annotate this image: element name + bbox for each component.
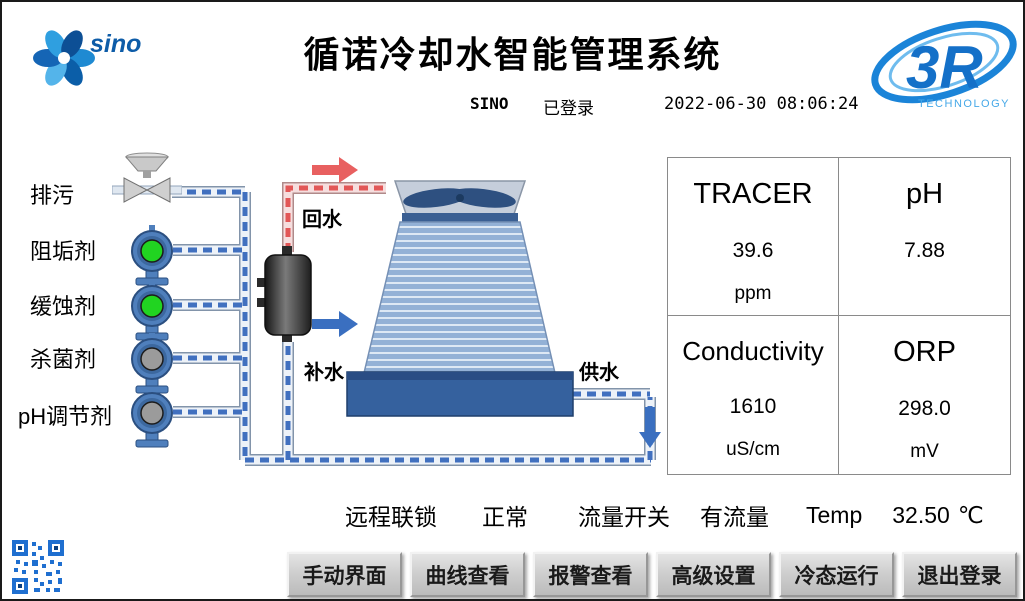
makeup-water-label: 补水	[304, 362, 344, 384]
metric-ph-name: pH	[905, 178, 944, 210]
pump-state-ph-adjuster	[140, 401, 164, 425]
status-bar: 远程联锁 正常 流量开关 有流量 Temp 32.50 ℃	[345, 498, 984, 532]
datetime: 2022-06-30 08:06:24	[664, 94, 859, 114]
temp-unit: ℃	[957, 501, 984, 528]
blue-pipes	[172, 186, 656, 466]
alarm-view-button[interactable]: 报警查看	[533, 552, 648, 597]
temp-label: Temp	[806, 501, 863, 528]
cold-run-button[interactable]: 冷态运行	[779, 552, 894, 597]
metric-orp-name: ORP	[893, 336, 956, 368]
tower-basin	[346, 371, 574, 417]
pump-state-corrosion-inhibitor	[140, 294, 164, 318]
logged-user: SINO	[470, 94, 509, 113]
sino-logo-text: sino	[90, 30, 141, 58]
pump-icon-corrosion-inhibitor[interactable]	[120, 279, 184, 343]
pump-label-ph-adjuster: pH调节剂	[18, 404, 113, 429]
metric-conductivity: Conductivity 1610 uS/cm	[668, 316, 839, 474]
metric-tracer: TRACER 39.6 ppm	[668, 158, 839, 316]
return-flow-arrow	[312, 157, 358, 183]
manual-screen-button[interactable]: 手动界面	[287, 552, 402, 597]
pump-label-corrosion-inhibitor: 缓蚀剂	[30, 294, 97, 319]
3r-logo-text: 3R	[906, 34, 983, 101]
login-status: 已登录	[543, 99, 594, 118]
pump-icon-scale-inhibitor[interactable]	[120, 224, 184, 288]
supply-flow-arrow	[639, 407, 661, 448]
qr-code	[10, 538, 66, 596]
metric-conductivity-unit: uS/cm	[726, 439, 780, 460]
advanced-settings-button[interactable]: 高级设置	[656, 552, 771, 597]
logout-button[interactable]: 退出登录	[902, 552, 1017, 597]
interlock-value: 正常	[482, 504, 528, 530]
metric-orp-unit: mV	[910, 441, 939, 462]
metrics-panel: TRACER 39.6 ppm pH 7.88 Conductivity 161…	[667, 157, 1011, 475]
flow-switch-label: 流量开关	[578, 504, 670, 530]
metric-tracer-unit: ppm	[734, 283, 772, 304]
filter-vessel-icon	[257, 246, 312, 342]
metric-ph-value: 7.88	[904, 239, 945, 262]
3r-logo: 3R TECHNOLOGY	[871, 20, 1017, 110]
metric-orp-value: 298.0	[898, 397, 951, 420]
cooling-tower-icon	[363, 180, 556, 374]
nav-button-bar: 手动界面 曲线查看 报警查看 高级设置 冷态运行 退出登录	[287, 552, 1017, 597]
pump-label-scale-inhibitor: 阻垢剂	[30, 239, 97, 264]
pump-icon-ph-adjuster[interactable]	[120, 386, 184, 450]
sino-logo: sino	[33, 30, 141, 86]
metric-tracer-name: TRACER	[693, 178, 813, 210]
pump-label-biocide: 杀菌剂	[30, 347, 97, 372]
blowdown-valve-icon[interactable]	[112, 149, 182, 207]
metric-conductivity-value: 1610	[729, 395, 777, 418]
metric-conductivity-name: Conductivity	[682, 336, 824, 366]
supply-water-label: 供水	[579, 362, 619, 384]
pump-state-scale-inhibitor	[140, 239, 164, 263]
return-water-label: 回水	[302, 209, 342, 231]
makeup-flow-arrow	[312, 311, 358, 337]
temp-value: 32.50	[892, 501, 950, 528]
3r-logo-subtext: TECHNOLOGY	[918, 98, 1010, 110]
interlock-label: 远程联锁	[345, 504, 437, 530]
metric-ph: pH 7.88	[839, 158, 1010, 316]
pump-state-biocide	[140, 347, 164, 371]
curve-view-button[interactable]: 曲线查看	[410, 552, 525, 597]
flow-switch-value: 有流量	[700, 504, 769, 530]
pump-icon-biocide[interactable]	[120, 332, 184, 396]
page-title: 循诺冷却水智能管理系统	[303, 34, 722, 75]
blowdown-label: 排污	[30, 183, 75, 208]
metric-orp: ORP 298.0 mV	[839, 316, 1010, 474]
metric-tracer-value: 39.6	[732, 239, 774, 262]
